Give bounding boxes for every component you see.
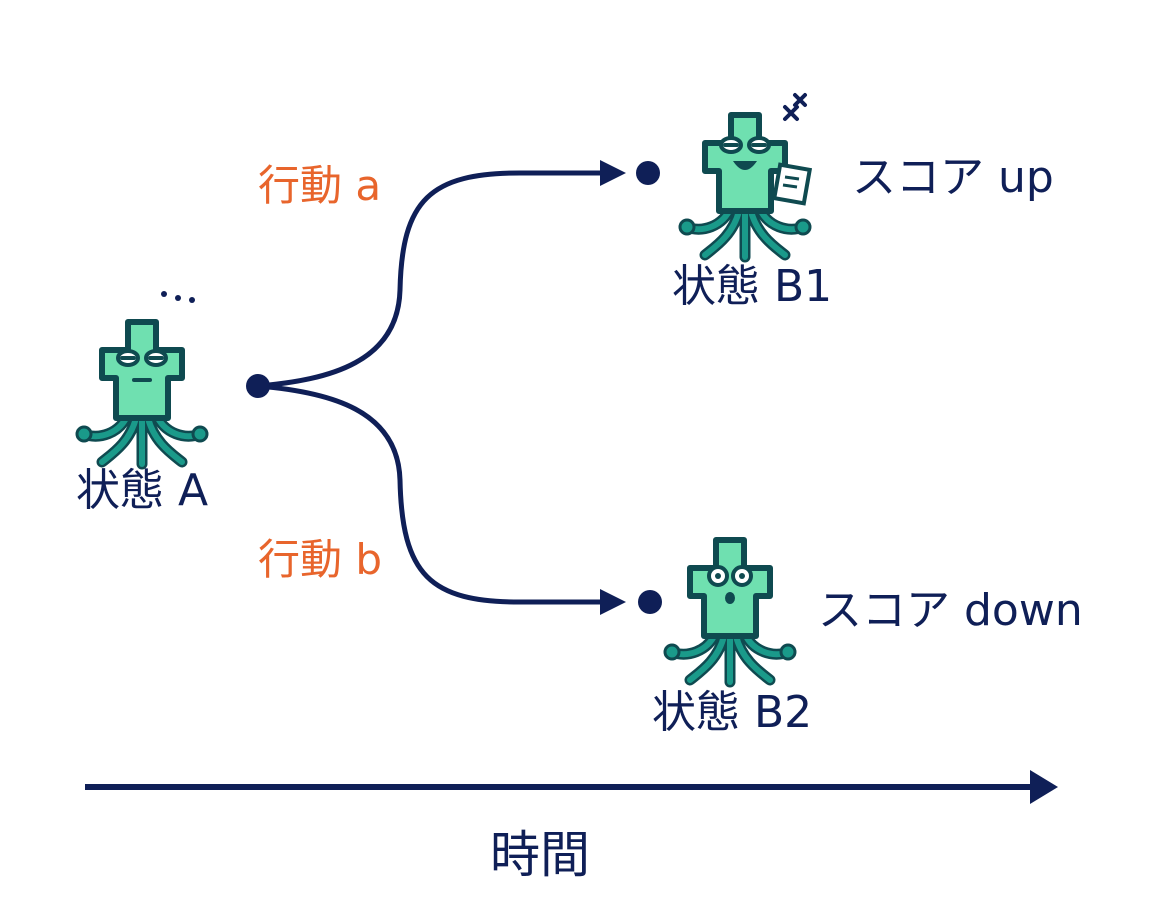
action-a-arrowhead — [600, 160, 626, 186]
edges — [85, 160, 1058, 804]
action-a-label: 行動 a — [258, 161, 381, 210]
action-a-edge — [257, 170, 606, 389]
state-a-label: 状態 A — [76, 465, 208, 516]
state-b1-score: スコア up — [852, 152, 1054, 203]
octopus-mascot-worried-icon — [665, 540, 795, 682]
state-b1-node-dot — [636, 161, 660, 185]
octopus-mascot-happy-icon — [680, 93, 810, 257]
action-b-label: 行動 b — [258, 535, 382, 584]
octopus-mascot-thinking-icon — [77, 291, 207, 464]
state-b1-label: 状態 B1 — [672, 261, 832, 312]
state-a-node-dot — [246, 374, 270, 398]
state-b2-score: スコア down — [818, 585, 1083, 636]
action-b-arrowhead — [600, 589, 626, 615]
time-axis-arrowhead — [1030, 770, 1058, 804]
action-b-edge — [257, 383, 606, 605]
state-b2-label: 状態 B2 — [652, 687, 812, 738]
state-b2-node-dot — [638, 590, 662, 614]
time-axis-label: 時間 — [490, 826, 590, 884]
